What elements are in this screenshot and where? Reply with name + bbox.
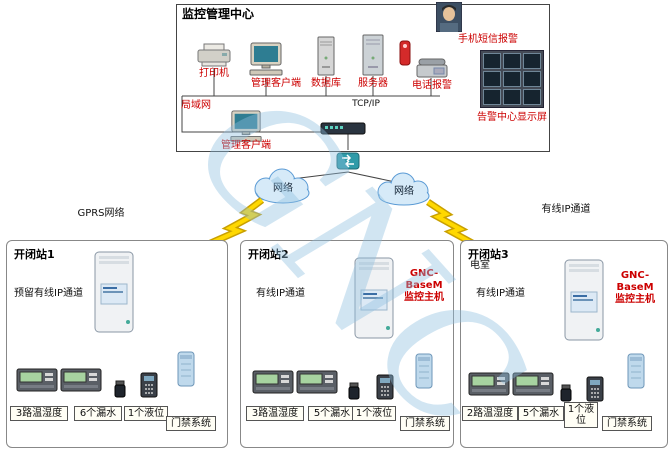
database-label: 数据库 xyxy=(311,78,341,89)
station3-sensor-label-4: 门禁系统 xyxy=(602,416,652,431)
server-icon xyxy=(362,34,384,80)
station2-meter2-icon xyxy=(296,370,338,398)
station2-host-label-line2: 监控主机 xyxy=(404,292,444,303)
sms-alarm-label: 手机短信报警 xyxy=(458,34,518,45)
management-client-label: 管理客户端 xyxy=(251,78,301,89)
station2-sensor-label-1: 3路温湿度 xyxy=(246,406,304,421)
station1-title: 开闭站1 xyxy=(14,248,55,261)
station2-sensor-label-4: 门禁系统 xyxy=(400,416,450,431)
station1-channel-label: 预留有线IP通道 xyxy=(14,288,83,299)
alarm-light-icon xyxy=(398,40,412,70)
station3-meter1-icon xyxy=(468,372,510,400)
station1-sensor-label-4: 门禁系统 xyxy=(166,416,216,431)
station2-title: 开闭站2 xyxy=(248,248,289,261)
station3-host-label: GNC-BaseM 监控主机 xyxy=(606,270,664,306)
wired-link-label: 有线IP通道 xyxy=(541,204,591,215)
station3-meter2-icon xyxy=(512,372,554,400)
cloud-left-label: 网络 xyxy=(273,183,293,194)
management-client2-label: 管理客户端 xyxy=(221,140,271,151)
station2-host-icon xyxy=(352,256,396,344)
printer-icon xyxy=(196,42,232,72)
station3-leak-sensor-icon xyxy=(560,384,572,406)
server-label: 服务器 xyxy=(358,78,388,89)
printer-label: 打印机 xyxy=(199,68,229,79)
person-photo xyxy=(435,1,463,36)
display-wall-label: 告警中心显示屏 xyxy=(477,112,547,123)
station1-door-device-icon xyxy=(140,372,158,402)
lightning-bolt-right xyxy=(426,199,476,248)
station1-meter1-icon xyxy=(16,368,58,396)
station1-leak-sensor-icon xyxy=(114,380,126,402)
management-client-icon xyxy=(246,42,286,82)
lan-label: 局域网 xyxy=(181,100,211,111)
station1-meter2-icon xyxy=(60,368,102,396)
station3-sensor-label-2: 5个漏水 xyxy=(518,406,564,421)
station1-sensor-label-1: 3路温湿度 xyxy=(10,406,68,421)
station2-leak-sensor-icon xyxy=(348,382,360,404)
station2-host-label-line1: GNC-BaseM xyxy=(405,268,443,291)
station3-title: 开闭站3 xyxy=(468,248,509,261)
display-wall-icon xyxy=(480,50,544,108)
station3-subtitle: 电室 xyxy=(470,260,490,271)
station2-door-device-icon xyxy=(376,374,394,404)
tcpip-label: TCP/IP xyxy=(352,99,380,109)
station3-sensor-label-1: 2路温湿度 xyxy=(462,406,518,421)
core-router-icon xyxy=(336,150,360,176)
station1-level-tower-icon xyxy=(176,350,196,392)
station2-level-tower-icon xyxy=(414,352,434,394)
station3-level-tower-icon xyxy=(626,352,646,394)
station1-sensor-label-3: 1个液位 xyxy=(124,406,168,421)
station3-sensor-label-3: 1个液位 xyxy=(564,402,598,428)
station3-channel-label: 有线IP通道 xyxy=(476,288,525,299)
station1-sensor-label-2: 6个漏水 xyxy=(74,406,122,421)
database-icon xyxy=(317,36,335,80)
station1-host-icon xyxy=(92,250,136,338)
station2-sensor-label-3: 1个液位 xyxy=(352,406,396,421)
center-title: 监控管理中心 xyxy=(182,7,255,21)
gprs-link-label: GPRS网络 xyxy=(77,208,125,219)
telephone-icon xyxy=(416,58,448,82)
station3-door-device-icon xyxy=(586,376,604,406)
station3-host-label-line2: 监控主机 xyxy=(615,294,655,305)
station3-host-icon xyxy=(562,258,606,346)
station3-host-label-line1: GNC-BaseM xyxy=(616,270,654,293)
monitoring-center-panel xyxy=(176,4,550,152)
station2-sensor-label-2: 5个漏水 xyxy=(308,406,356,421)
phone-alarm-label: 电话报警 xyxy=(412,80,452,91)
station2-channel-label: 有线IP通道 xyxy=(256,288,305,299)
lan-switch-icon xyxy=(320,120,366,140)
station2-meter1-icon xyxy=(252,370,294,398)
cloud-right-label: 网络 xyxy=(394,186,414,197)
station2-host-label: GNC-BaseM 监控主机 xyxy=(394,268,454,304)
